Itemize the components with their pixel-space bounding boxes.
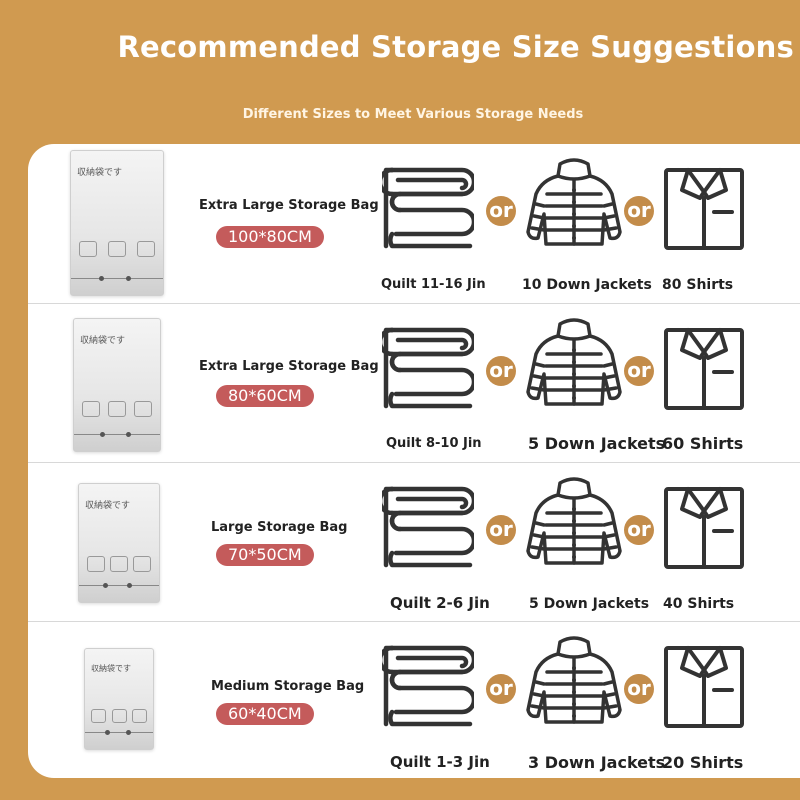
size-row: 収納袋です Extra Large Storage Bag 100*80CM o… [28, 144, 800, 302]
size-row: 収納袋です Medium Storage Bag 60*40CM or or Q… [28, 621, 800, 778]
bag-print-text: 収納袋です [80, 336, 126, 346]
jacket-capacity: 5 Down Jackets [528, 434, 666, 453]
shirt-icon [662, 162, 746, 252]
quilt-capacity: Quilt 2-6 Jin [390, 594, 490, 612]
shirt-icon [662, 640, 746, 730]
shirt-icon [662, 322, 746, 412]
page-subtitle: Different Sizes to Meet Various Storage … [242, 107, 584, 122]
bag-size-badge: 60*40CM [216, 703, 314, 725]
or-badge: or [486, 674, 516, 704]
bag-name: Extra Large Storage Bag [199, 198, 379, 213]
down-jacket-icon [524, 314, 624, 410]
jacket-capacity: 3 Down Jackets [528, 753, 666, 772]
or-badge: or [624, 196, 654, 226]
shirt-icon [662, 481, 746, 571]
shirt-capacity: 40 Shirts [663, 596, 735, 612]
storage-bag-image: 収納袋です [73, 318, 161, 452]
bag-size-badge: 70*50CM [216, 544, 314, 566]
bag-name: Extra Large Storage Bag [199, 359, 379, 374]
bag-size-badge: 100*80CM [216, 226, 324, 248]
jacket-capacity: 10 Down Jackets [522, 277, 652, 293]
quilt-icon [382, 644, 474, 728]
size-row: 収納袋です Extra Large Storage Bag 80*60CM or… [28, 303, 800, 462]
or-badge: or [624, 515, 654, 545]
bag-print-text: 収納袋です [77, 168, 123, 178]
or-badge: or [624, 356, 654, 386]
quilt-icon [382, 326, 474, 410]
or-badge: or [486, 515, 516, 545]
bag-size-badge: 80*60CM [216, 385, 314, 407]
bag-print-text: 収納袋です [91, 664, 131, 673]
storage-bag-image: 収納袋です [84, 648, 154, 750]
storage-bag-image: 収納袋です [78, 483, 160, 603]
quilt-icon [382, 485, 474, 569]
bag-print-text: 収納袋です [85, 501, 131, 511]
down-jacket-icon [524, 632, 624, 728]
quilt-capacity: Quilt 1-3 Jin [390, 753, 490, 771]
bag-name: Large Storage Bag [211, 520, 348, 535]
quilt-icon [382, 166, 474, 250]
down-jacket-icon [524, 154, 624, 250]
shirt-capacity: 80 Shirts [662, 277, 734, 293]
storage-bag-image: 収納袋です [70, 150, 164, 296]
size-row: 収納袋です Large Storage Bag 70*50CM or or Qu… [28, 462, 800, 621]
or-badge: or [486, 196, 516, 226]
shirt-capacity: 20 Shirts [662, 753, 744, 772]
shirt-capacity: 60 Shirts [662, 434, 744, 453]
or-badge: or [624, 674, 654, 704]
size-table-card: 収納袋です Extra Large Storage Bag 100*80CM o… [28, 144, 800, 778]
or-badge: or [486, 356, 516, 386]
quilt-capacity: Quilt 11-16 Jin [381, 277, 486, 292]
quilt-capacity: Quilt 8-10 Jin [386, 436, 482, 451]
bag-name: Medium Storage Bag [211, 679, 365, 694]
jacket-capacity: 5 Down Jackets [529, 596, 650, 612]
down-jacket-icon [524, 473, 624, 569]
page-title: Recommended Storage Size Suggestions [117, 30, 794, 64]
